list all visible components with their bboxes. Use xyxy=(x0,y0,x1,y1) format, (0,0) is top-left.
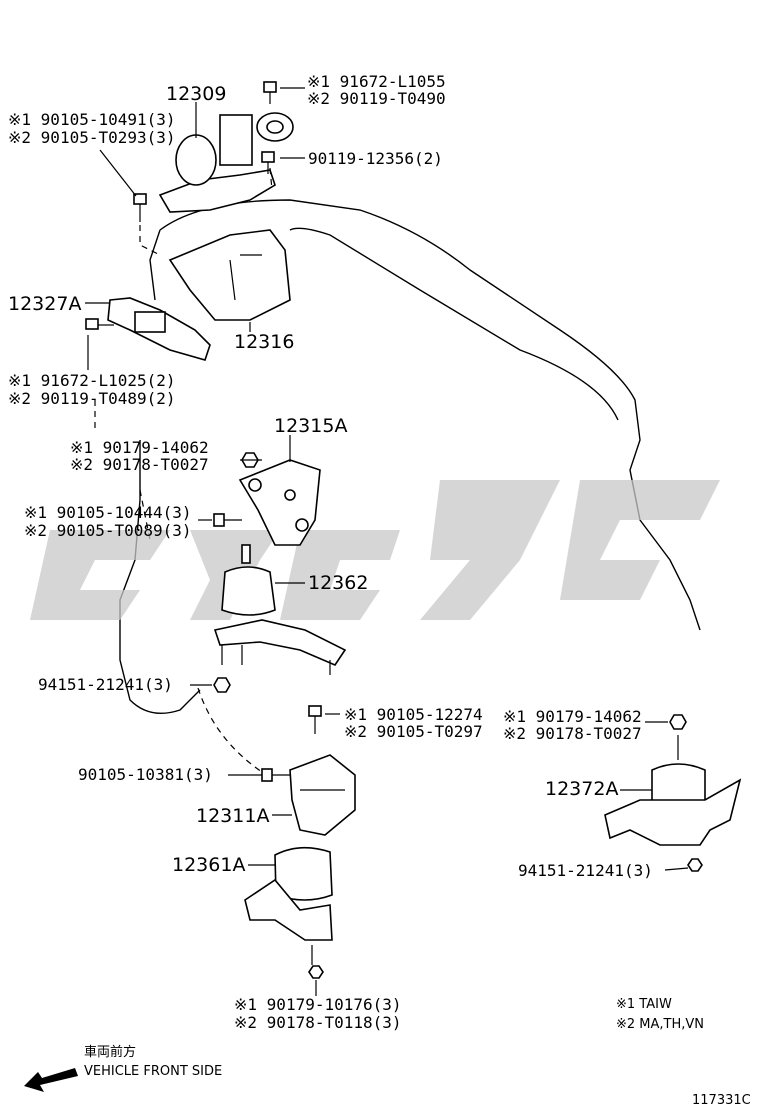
leader-lines xyxy=(85,87,689,996)
direction-japanese: 車両前方 xyxy=(84,1044,136,1060)
label-b1-1: ※1 91672-L1055 xyxy=(307,72,446,91)
front-arrow-icon xyxy=(24,1068,78,1092)
bolt-icon xyxy=(308,705,322,734)
label-b2-1: ※1 90105-10491(3) xyxy=(8,110,176,129)
label-b4-2: ※2 90119-T0489(2) xyxy=(8,389,176,408)
label-b1-2: ※2 90119-T0490 xyxy=(307,89,446,108)
label-b7: 94151-21241(3) xyxy=(38,675,173,694)
bracket-12327a[interactable] xyxy=(107,297,211,361)
label-b2-2: ※2 90105-T0293(3) xyxy=(8,128,176,147)
callout-12362: 12362 xyxy=(308,572,368,594)
callout-12372a: 12372A xyxy=(545,778,618,800)
nut-icon xyxy=(669,714,687,730)
label-b10-2: ※2 90178-T0027 xyxy=(503,724,642,743)
callout-12316: 12316 xyxy=(234,331,294,353)
callout-12327a: 12327A xyxy=(8,293,81,315)
label-b9: 90105-10381(3) xyxy=(78,765,213,784)
bolt-icon xyxy=(261,151,275,174)
label-b5-2: ※2 90178-T0027 xyxy=(70,455,209,474)
bracket-12315a[interactable] xyxy=(238,459,321,546)
mount-12362[interactable] xyxy=(213,544,347,675)
bolt-icon xyxy=(213,513,242,527)
callout-12309: 12309 xyxy=(166,83,226,105)
nut-icon xyxy=(213,677,231,693)
legend-note-2: ※2 MA,TH,VN xyxy=(616,1017,704,1032)
bracket-12316[interactable] xyxy=(168,229,291,321)
bolt-icon xyxy=(261,768,290,782)
label-b11: 94151-21241(3) xyxy=(518,861,653,880)
label-b10-1: ※1 90179-14062 xyxy=(503,707,642,726)
bolt-icon xyxy=(263,81,277,104)
mount-12309[interactable] xyxy=(158,112,294,213)
label-b12-2: ※2 90178-T0118(3) xyxy=(234,1013,402,1032)
bolt-icon xyxy=(133,193,147,222)
label-b12-1: ※1 90179-10176(3) xyxy=(234,995,402,1014)
callout-12315a: 12315A xyxy=(274,415,347,437)
label-b6-2: ※2 90105-T0089(3) xyxy=(24,521,192,540)
label-b6-1: ※1 90105-10444(3) xyxy=(24,503,192,522)
label-b5-1: ※1 90179-14062 xyxy=(70,438,209,457)
bracket-12311a[interactable] xyxy=(289,754,356,836)
bolt-icon xyxy=(85,318,114,330)
label-b8-2: ※2 90105-T0297 xyxy=(344,722,483,741)
direction-english: VEHICLE FRONT SIDE xyxy=(84,1064,222,1079)
watermark xyxy=(30,480,720,620)
mount-12372a[interactable] xyxy=(604,735,742,846)
figure-id: 117331C xyxy=(692,1093,751,1108)
callout-12361a: 12361A xyxy=(172,854,245,876)
nut-icon xyxy=(687,858,703,872)
label-b8-1: ※1 90105-12274 xyxy=(344,705,483,724)
label-b4-1: ※1 91672-L1025(2) xyxy=(8,371,176,390)
label-b3: 90119-12356(2) xyxy=(308,149,443,168)
nut-icon xyxy=(308,965,324,979)
legend-note-1: ※1 TAIW xyxy=(616,997,672,1012)
mount-12361a[interactable] xyxy=(244,846,333,965)
callout-12311a: 12311A xyxy=(196,805,269,827)
